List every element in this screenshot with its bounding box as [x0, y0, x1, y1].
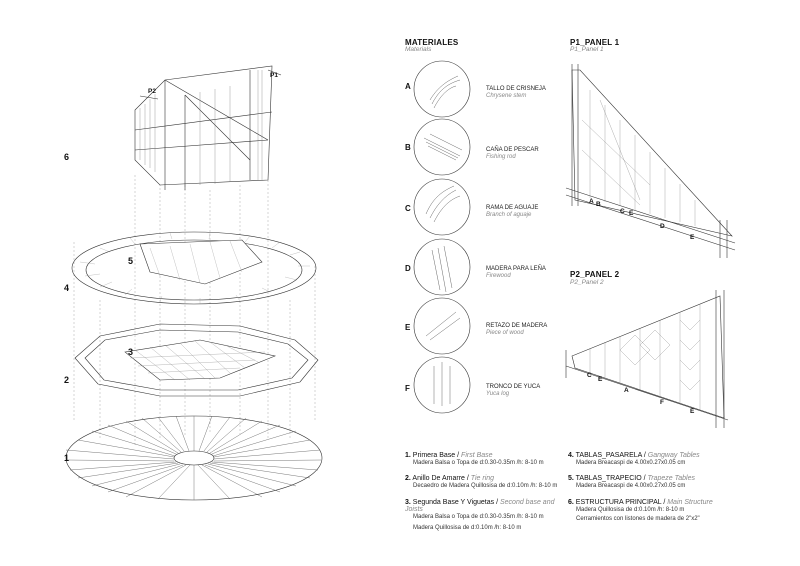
level-4-label: 4	[64, 283, 70, 293]
legend-item-2: 2. Anillo De Amarre / Tie ring Decaedro …	[405, 475, 565, 491]
legend-title: ESTRUCTURA PRINCIPAL	[575, 499, 662, 506]
panel-2-label: C	[587, 372, 592, 379]
level-3-label: 3	[128, 347, 134, 357]
legend-num: 3.	[405, 499, 411, 506]
legend-en: Trapeze Tables	[647, 475, 696, 482]
level-6-label: 6	[64, 152, 70, 162]
legend-line: Decaedro de Madera Quillosisa de d:0.10m…	[413, 483, 558, 489]
level-5-label: 5	[128, 256, 134, 266]
material-name-en: Piece of wood	[486, 330, 524, 336]
legend-item-6: 6. ESTRUCTURA PRINCIPAL / Main Structure…	[568, 499, 748, 524]
material-name: RAMA DE AGUAJE	[486, 205, 539, 211]
panel-1-label: D	[660, 223, 665, 230]
legend-item-3: 3. Segunda Base Y Viguetas / Second base…	[405, 499, 570, 533]
legend-title: Primera Base	[412, 452, 456, 459]
legend-item-5: 5. TABLAS_TRAPECIO / Trapeze Tables Made…	[568, 475, 738, 491]
level-1-label: 1	[64, 453, 70, 463]
legend-num: 1.	[405, 452, 411, 459]
panel-1-label: E	[629, 210, 634, 217]
legend-en: Main Structure	[667, 499, 713, 506]
legend-line: Madera Breacaspi de 4.00x0.27x0.05 cm	[576, 460, 686, 466]
material-letter: A	[405, 82, 411, 91]
panel-2-label: E	[690, 408, 695, 415]
material-letter: B	[405, 143, 411, 152]
panel-1-title: P1_PANEL 1	[570, 38, 620, 47]
material-name: RETAZO DE MADERA	[486, 323, 548, 329]
panel-1-subtitle: P1_Panel 1	[570, 46, 604, 53]
main-structure	[134, 65, 282, 190]
legend-line: Madera Quillosisa de d:0.10m /h: 8-10 m	[576, 507, 685, 513]
panel-1-marker: P1	[270, 72, 278, 79]
legend-en: First Base	[461, 452, 493, 459]
panel-2-title: P2_PANEL 2	[570, 270, 620, 279]
material-name: TALLO DE CRISNEJA	[486, 86, 546, 92]
material-letter: D	[405, 264, 411, 273]
legend-line: Madera Balsa o Topa de d:0.30-0.35m /h: …	[413, 514, 544, 520]
material-name-en: Branch of aguaje	[486, 212, 532, 218]
legend-title: TABLAS_TRAPECIO	[575, 475, 642, 482]
legend-line: Madera Balsa o Topa de d:0.30-0.35m /h: …	[413, 460, 544, 466]
panel-2-label: E	[598, 376, 603, 383]
material-name: TRONCO DE YUCA	[486, 384, 541, 390]
material-name-en: Chrysene stem	[486, 93, 527, 99]
legend-en: Gangway Tables	[647, 452, 700, 459]
legend-en: Second base and Joists	[405, 499, 555, 513]
level-2-label: 2	[64, 375, 70, 385]
legend-line: Madera Breacaspi de 4.00x0.27x0.05 cm	[576, 483, 686, 489]
legend-num: 2.	[405, 475, 411, 482]
walkway-ring	[71, 231, 317, 305]
legend-sep: /	[464, 475, 471, 482]
material-letter: E	[405, 323, 411, 332]
legend-title: TABLAS_PASARELA	[575, 452, 642, 459]
material-letter: C	[405, 204, 411, 213]
panel-1-label: A	[589, 198, 594, 205]
panel-2-label: F	[660, 399, 664, 406]
panel-1-label: E	[690, 234, 695, 241]
panel-2-subtitle: P2_Panel 2	[570, 279, 604, 286]
legend-sep: /	[661, 499, 668, 506]
material-letter: F	[405, 384, 410, 393]
materials-title: MATERIALES	[405, 38, 459, 47]
legend-item-1: 1. Primera Base / First Base Madera Bals…	[405, 452, 565, 468]
projection-guides	[73, 175, 316, 445]
legend-item-4: 4. TABLAS_PASARELA / Gangway Tables Made…	[568, 452, 738, 468]
materials-subtitle: Materials	[405, 46, 432, 53]
legend-line: Madera Quillosisa de d:0.10m /h: 8-10 m	[413, 525, 522, 531]
legend-num: 4.	[568, 452, 574, 459]
legend-sep: /	[641, 452, 648, 459]
legend-sep: /	[641, 475, 648, 482]
legend-sep: /	[494, 499, 500, 506]
panel-1-label: C	[620, 208, 625, 215]
panel-2-label: A	[624, 387, 629, 394]
material-name-en: Firewood	[486, 273, 511, 279]
panel-2-marker: P2	[148, 88, 156, 95]
panel-1-label: B	[596, 201, 601, 208]
material-name-en: Yuca log	[486, 391, 510, 397]
decagon-base	[74, 323, 319, 397]
panel-1-drawing	[565, 64, 736, 258]
legend-en: Tie ring	[470, 475, 495, 482]
material-name-en: Fishing rod	[486, 154, 516, 160]
legend-line: Cerramientos con listones de madera de 2…	[576, 516, 700, 522]
material-samples	[413, 60, 471, 414]
panel-2-drawing	[565, 290, 729, 428]
radial-log-base	[65, 415, 323, 501]
legend-num: 5.	[568, 475, 574, 482]
legend-title: Segunda Base Y Viguetas	[412, 499, 495, 506]
legend-num: 6.	[568, 499, 574, 506]
material-name: CAÑA DE PESCAR	[486, 147, 539, 153]
legend-title: Anillo De Amarre	[412, 475, 465, 482]
material-name: MADERA PARA LEÑA	[486, 266, 546, 272]
legend-sep: /	[455, 452, 462, 459]
